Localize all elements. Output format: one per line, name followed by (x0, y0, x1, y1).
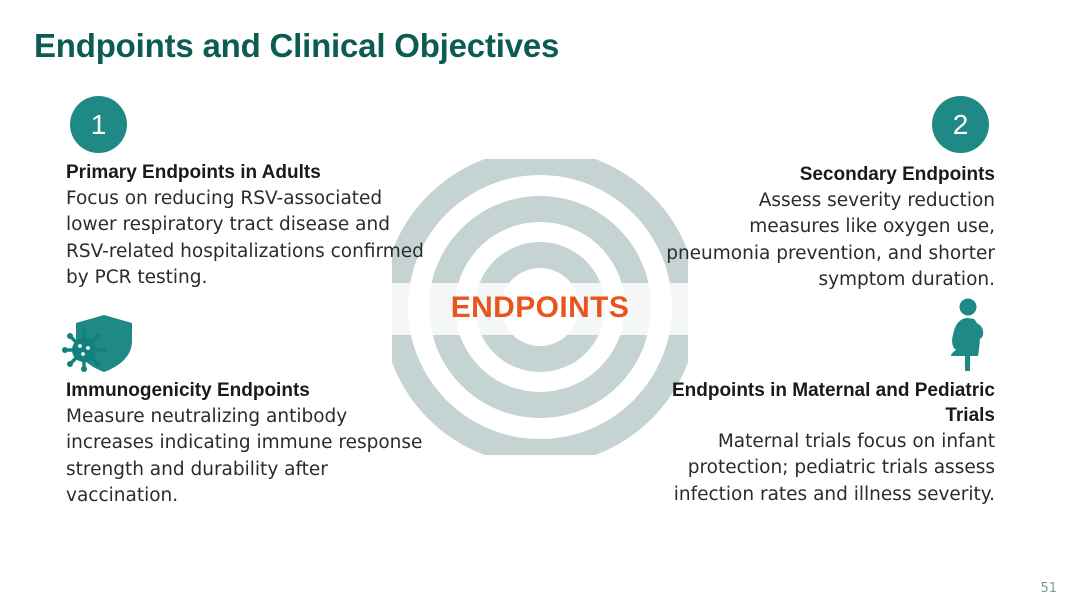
shield-virus-icon (62, 314, 142, 374)
badge-number-2: 2 (932, 96, 989, 153)
block-primary-body: Focus on reducing RSV-associated lower r… (66, 188, 424, 288)
block-immunogenicity-body: Measure neutralizing antibody increases … (66, 406, 423, 506)
block-immunogenicity-heading: Immunogenicity Endpoints (66, 380, 310, 401)
block-immunogenicity-endpoints: Immunogenicity Endpoints Measure neutral… (66, 378, 438, 509)
block-maternal-pediatric-endpoints: Endpoints in Maternal and Pediatric Tria… (665, 378, 995, 508)
block-primary-endpoints: Primary Endpoints in Adults Focus on red… (66, 160, 438, 291)
block-secondary-endpoints: Secondary Endpoints Assess severity redu… (665, 162, 995, 293)
block-secondary-heading: Secondary Endpoints (799, 164, 995, 185)
page-number: 51 (1040, 581, 1057, 596)
block-secondary-body: Assess severity reduction measures like … (666, 190, 995, 290)
block-maternal-body: Maternal trials focus on infant protecti… (673, 431, 995, 505)
badge-number-1: 1 (70, 96, 127, 153)
target-center-label: ENDPOINTS (450, 291, 630, 324)
bullseye-target-icon (392, 159, 688, 455)
block-maternal-heading: Endpoints in Maternal and Pediatric Tria… (671, 380, 995, 427)
pregnant-woman-icon (938, 298, 990, 372)
page-title: Endpoints and Clinical Objectives (34, 27, 560, 64)
block-primary-heading: Primary Endpoints in Adults (66, 162, 321, 183)
